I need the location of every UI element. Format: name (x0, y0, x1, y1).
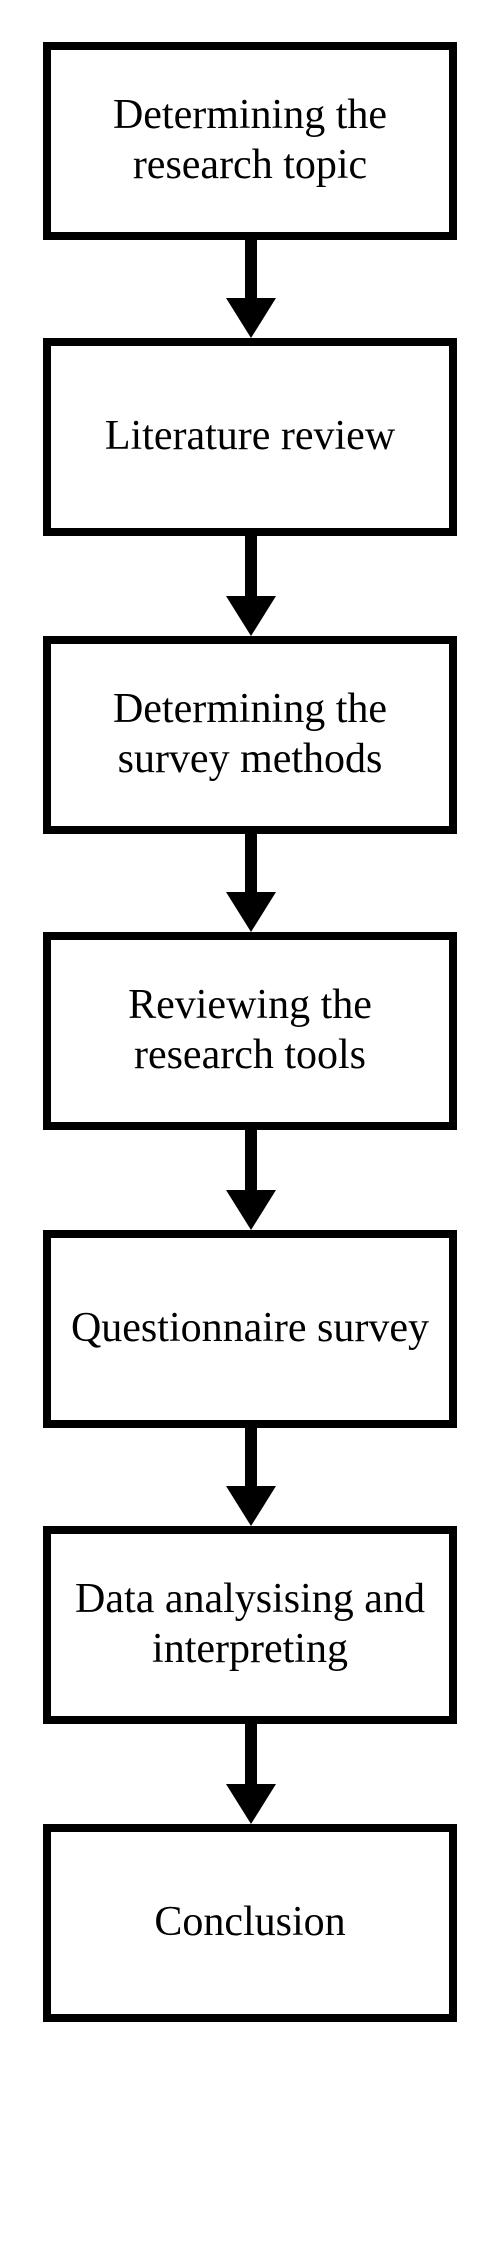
step-label: Conclusion (154, 1899, 346, 1946)
step-label: Literature review (104, 413, 396, 460)
arrow-down (226, 1724, 276, 1824)
arrow-head (226, 1784, 276, 1824)
arrow-head (226, 298, 276, 338)
step-label: Determining the research topic (112, 92, 388, 188)
step-label: Data analysising and interpreting (75, 1576, 425, 1672)
arrow-down (226, 240, 276, 338)
arrow-down (226, 1130, 276, 1230)
step-label: Determining the survey methods (112, 686, 388, 782)
arrow-down (226, 1428, 276, 1526)
arrow-down (226, 536, 276, 636)
step-label: Reviewing the research tools (128, 982, 372, 1078)
arrow-shaft (245, 1130, 257, 1194)
step-box-data-analysis: Data analysising and interpreting (43, 1526, 457, 1724)
step-box-research-topic: Determining the research topic (43, 42, 457, 240)
step-box-literature-review: Literature review (43, 338, 457, 536)
step-box-survey-methods: Determining the survey methods (43, 636, 457, 834)
step-label: Questionnaire survey (70, 1305, 430, 1352)
arrow-head (226, 596, 276, 636)
arrow-shaft (245, 536, 257, 600)
arrow-shaft (245, 1428, 257, 1490)
arrow-head (226, 1190, 276, 1230)
arrow-head (226, 1486, 276, 1526)
arrow-head (226, 892, 276, 932)
step-box-questionnaire-survey: Questionnaire survey (43, 1230, 457, 1428)
arrow-down (226, 834, 276, 932)
step-box-conclusion: Conclusion (43, 1824, 457, 2022)
arrow-shaft (245, 240, 257, 302)
step-box-research-tools: Reviewing the research tools (43, 932, 457, 1130)
arrow-shaft (245, 1724, 257, 1788)
arrow-shaft (245, 834, 257, 896)
